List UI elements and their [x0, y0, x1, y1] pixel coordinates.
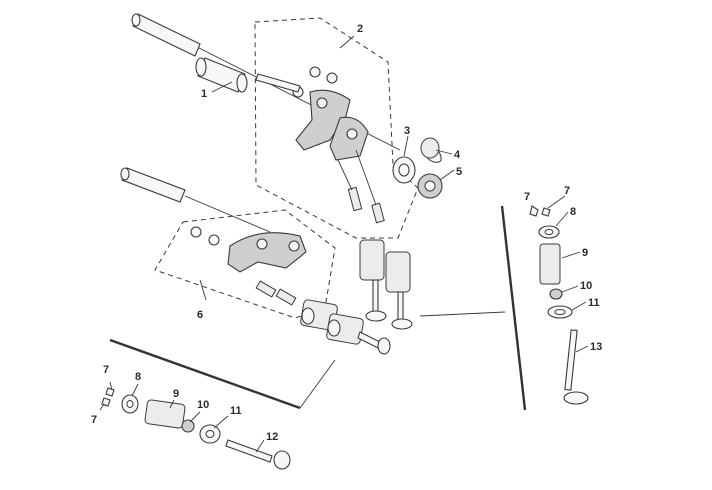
lower-detail-bracket — [109, 338, 301, 410]
rocker-arm-assembly-lower — [190, 226, 307, 306]
spring-collar — [417, 173, 443, 199]
callout-2: 2 — [357, 23, 363, 35]
callout-9-right: 9 — [582, 247, 588, 259]
valve-assembly-upright — [359, 239, 413, 330]
callout-4: 4 — [454, 149, 461, 161]
callout-13: 13 — [590, 341, 602, 353]
torsion-spring — [420, 137, 442, 163]
callout-7-lower-b: 7 — [91, 414, 97, 426]
callout-10-lower: 10 — [197, 399, 209, 411]
rocker-shaft-lower — [120, 167, 271, 233]
leader-lines — [99, 35, 589, 453]
callout-8-lower: 8 — [135, 371, 141, 383]
callout-11-right: 11 — [588, 297, 600, 309]
valve-assembly-tilted — [300, 299, 391, 355]
callout-7-lower-a: 7 — [103, 364, 109, 376]
rocker-arm-assembly-upper — [255, 66, 385, 224]
lower-valve-exploded — [101, 387, 291, 470]
callout-10-right: 10 — [580, 280, 592, 292]
callout-7-right-b: 7 — [564, 185, 570, 197]
right-detail-bracket — [500, 205, 527, 411]
callout-1: 1 — [201, 88, 207, 100]
callout-3: 3 — [404, 125, 410, 137]
callout-11-lower: 11 — [230, 405, 242, 417]
callout-8-right: 8 — [570, 206, 576, 218]
callout-12: 12 — [266, 431, 278, 443]
callout-5: 5 — [456, 166, 462, 178]
callout-6: 6 — [197, 309, 203, 321]
callout-9-lower: 9 — [173, 388, 179, 400]
callout-7-right-a: 7 — [524, 191, 530, 203]
rocker-shaft-upper — [131, 13, 401, 151]
right-valve-exploded — [529, 205, 589, 405]
thrust-washer — [392, 156, 416, 184]
